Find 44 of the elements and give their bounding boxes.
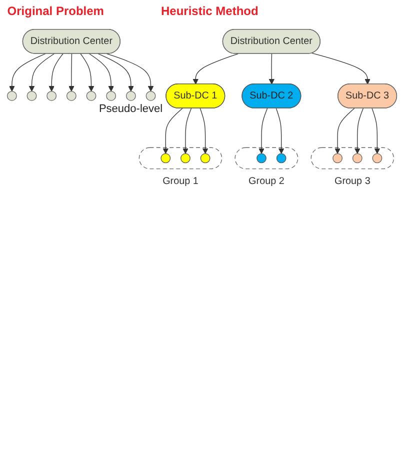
arrow: [276, 108, 284, 154]
node-circle: [66, 90, 76, 101]
arrow: [48, 53, 64, 92]
arrow: [88, 53, 114, 92]
arrow: [312, 52, 370, 84]
arrow: [28, 53, 55, 92]
arrow: [9, 53, 46, 92]
node-circle: [160, 153, 171, 164]
arrow: [162, 108, 183, 154]
cluster: [310, 147, 394, 170]
node-circle: [200, 153, 210, 164]
node-circle: [256, 153, 266, 164]
arrow: [192, 53, 238, 84]
arrow: [182, 108, 192, 154]
node-circle: [276, 153, 286, 164]
node-circle: [86, 90, 96, 101]
node-circle: [332, 153, 342, 164]
cluster: [138, 147, 222, 170]
arrow: [80, 53, 94, 92]
node-circle: [26, 90, 37, 101]
arrow: [106, 53, 154, 92]
node-circle: [46, 90, 57, 101]
level-label: Pseudo-level: [98, 102, 163, 116]
arrow: [372, 108, 380, 154]
node-circle: [6, 90, 17, 101]
node-label: Group 3: [334, 175, 370, 187]
arrow: [98, 53, 134, 92]
arrow: [200, 108, 208, 154]
arrow: [268, 53, 275, 84]
node-circle: [126, 90, 136, 101]
arrow: [258, 108, 268, 154]
node-label: Group 2: [248, 175, 284, 187]
node-label: Group 1: [162, 175, 198, 187]
cluster: [234, 147, 298, 170]
node-circle: [146, 90, 156, 101]
arrow: [68, 53, 74, 92]
arrow: [354, 108, 364, 154]
section-heading: Heuristic Method: [161, 5, 258, 19]
section-heading: Original Problem: [7, 5, 104, 19]
node-circle: [372, 153, 382, 164]
node-circle: [106, 90, 116, 101]
arrow: [334, 108, 355, 154]
node-circle: [180, 153, 190, 164]
node-circle: [352, 153, 362, 164]
